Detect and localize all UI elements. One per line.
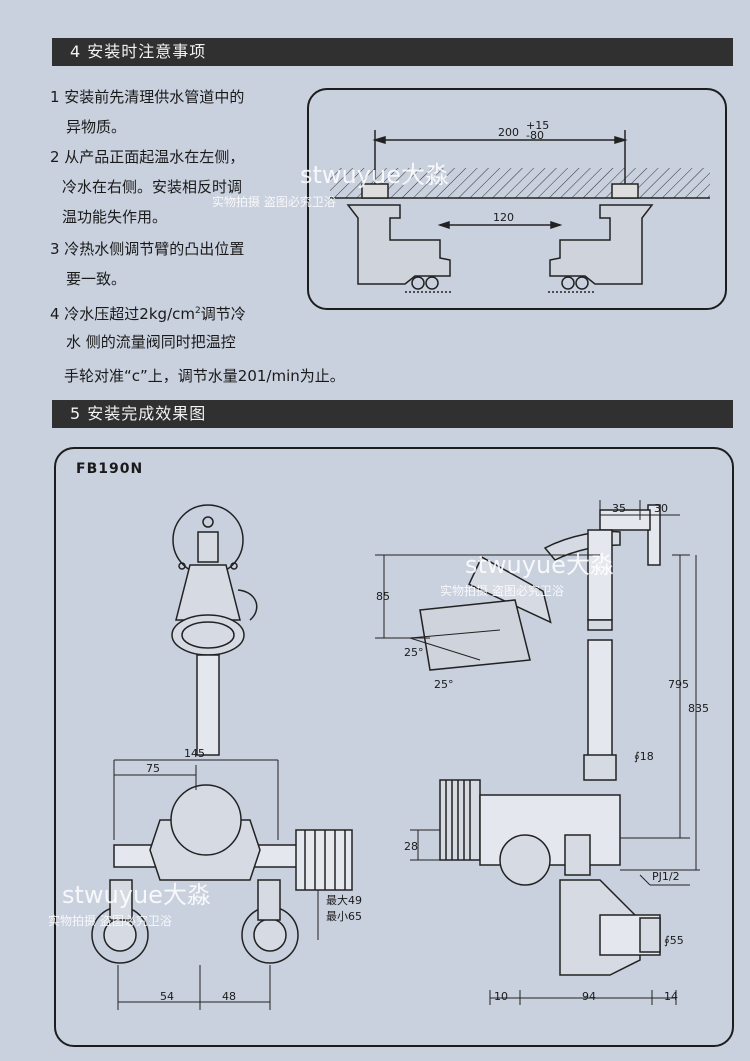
note-line-6: 3 冷热水侧调节臂的凸出位置 [50, 240, 245, 258]
dim-75: 75 [146, 762, 160, 775]
dim-835: 835 [688, 702, 709, 715]
watermark-brand-top: stwuyue大淼 [300, 161, 449, 189]
dim-35: 35 [612, 502, 626, 515]
watermark-brand-bottom: stwuyue大淼 [62, 881, 211, 909]
section-5-header: 5 安装完成效果图 [52, 400, 733, 428]
front-view-drawing [91, 504, 353, 964]
dim-10: 10 [494, 990, 508, 1003]
thread-label: PJ1/2 [652, 870, 680, 883]
front-view-dims [113, 759, 319, 1010]
note-line-9: 水 侧的流量阀同时把温控 [66, 333, 236, 351]
min-label: 最小65 [326, 910, 362, 923]
dim-28: 28 [404, 840, 418, 853]
note-line-5: 温功能失作用。 [62, 208, 168, 226]
dim-14: 14 [664, 990, 678, 1003]
max-label: 最大49 [326, 893, 362, 907]
dim-dia-55: ∮55 [664, 934, 684, 947]
dim-dia-18: ∮18 [634, 750, 654, 763]
dim-200-tol-down: -80 [526, 129, 544, 142]
watermark-brand-mid: stwuyue大淼 [465, 551, 614, 579]
note-line-7: 要一致。 [66, 270, 127, 288]
dim-795: 795 [668, 678, 689, 691]
install-diagram-frame [307, 88, 727, 310]
section-4-header: 4 安装时注意事项 [52, 38, 733, 66]
dim-85: 85 [376, 590, 390, 603]
dim-120: 120 [493, 211, 514, 224]
angle-25-upper: 25° [404, 646, 424, 659]
watermark-sub-top: 实物拍摄 盗图必究卫浴 [212, 195, 336, 209]
wall-hatch [330, 168, 710, 198]
dim-94: 94 [582, 990, 596, 1003]
dim-200-tol-up: +15 [526, 119, 549, 132]
dim-145: 145 [184, 747, 205, 760]
dim-30: 30 [654, 502, 668, 515]
dim-54: 54 [160, 990, 174, 1003]
note-line-4: 冷水在右侧。安装相反时调 [62, 178, 243, 196]
model-label: FB190N [76, 461, 144, 477]
note-line-3: 2 从产品正面起温水在左侧， [50, 148, 245, 166]
result-diagram-frame [54, 447, 734, 1047]
watermark-sub-mid: 实物拍摄 盗图必究卫浴 [440, 584, 564, 598]
side-view-dims [375, 500, 700, 1005]
dim-200: 200 [498, 126, 519, 139]
note-line-2: 异物质。 [66, 118, 127, 136]
note-line-10: 手轮对准“c”上，调节水量201/min为止。 [64, 367, 345, 385]
note-line-1: 1 安装前先清理供水管道中的 [50, 88, 245, 106]
wall-install-diagram [330, 130, 710, 293]
angle-25-lower: 25° [434, 678, 454, 691]
dim-48: 48 [222, 990, 236, 1003]
note-line-8: 4 冷水压超过2kg/cm2调节冷 [50, 305, 246, 323]
watermark-sub-bottom: 实物拍摄 盗图必究卫浴 [48, 914, 172, 928]
